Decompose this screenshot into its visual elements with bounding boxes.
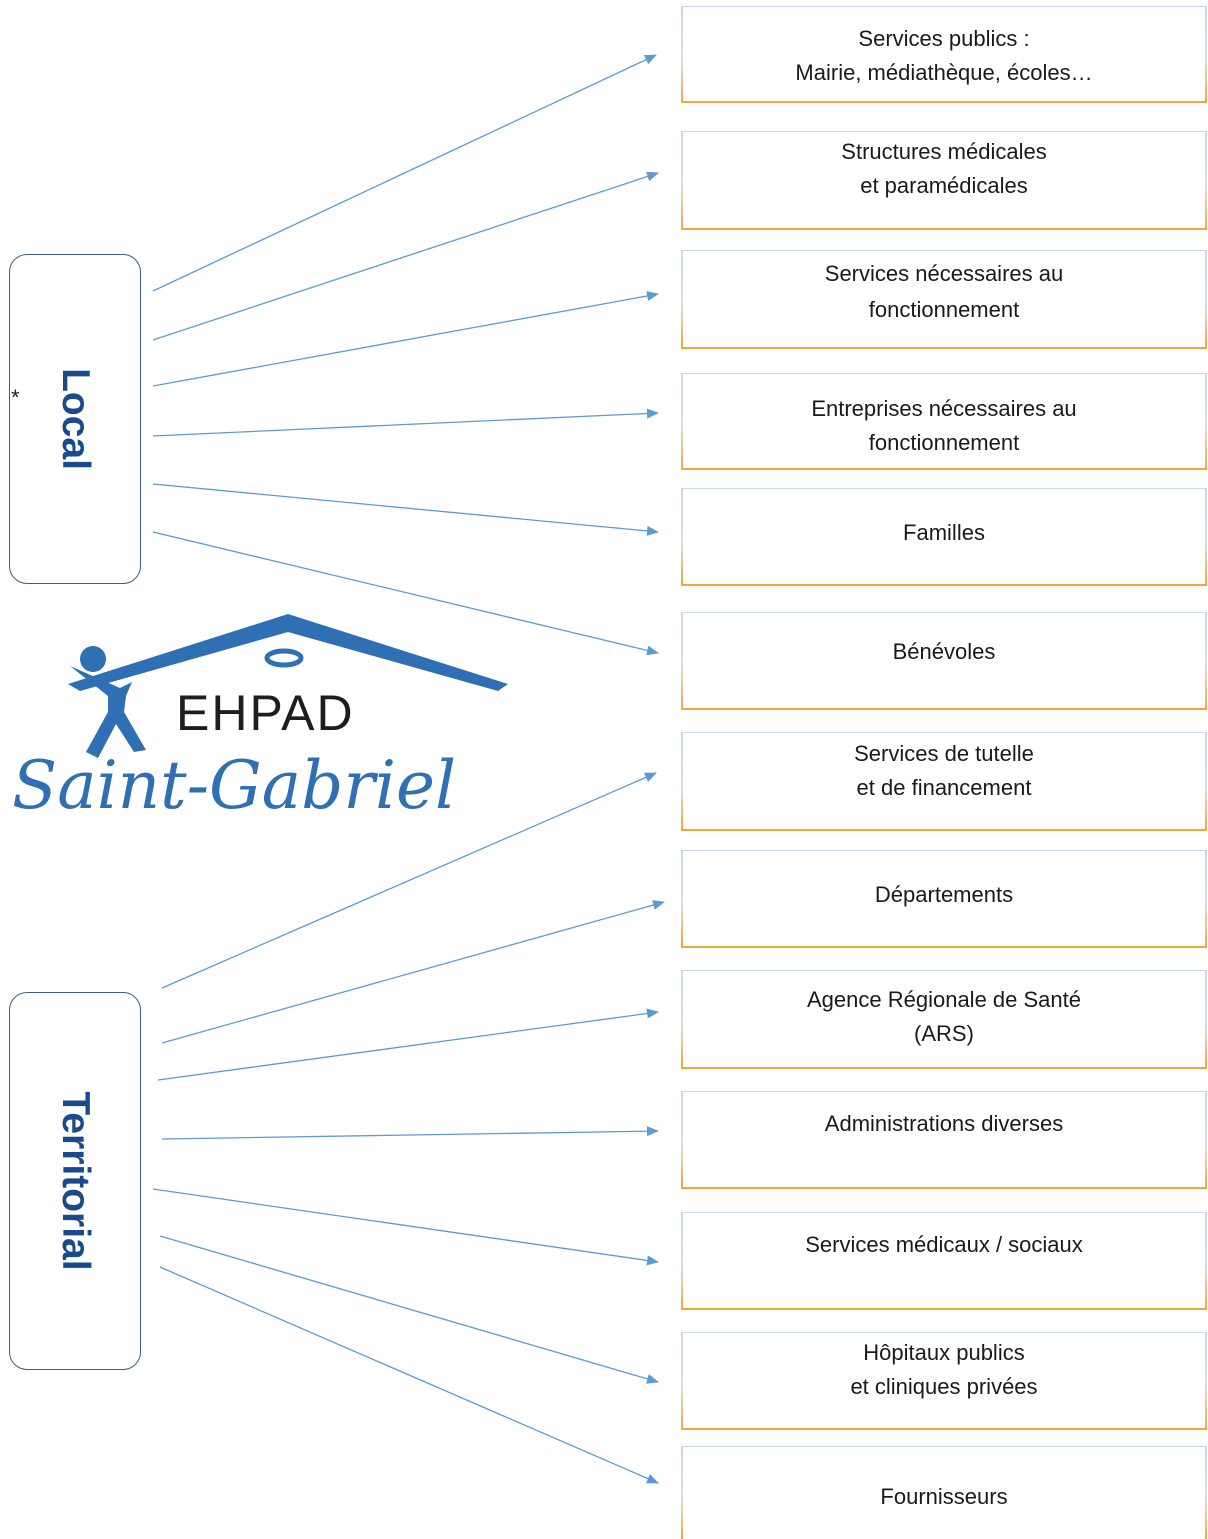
- target-line: Hôpitaux publics: [863, 1340, 1025, 1365]
- logo-title: EHPAD: [176, 685, 355, 741]
- target-line: Départements: [874, 882, 1014, 907]
- target-box-administrations: Administrations diverses: [681, 1091, 1207, 1189]
- arrow-territorial-to-fournisseurs: [159, 1266, 659, 1484]
- arrow-local-to-services-necessaires: [152, 291, 659, 387]
- logo-window: [264, 648, 304, 668]
- arrow-local-to-entreprises: [152, 408, 659, 437]
- target-box-tutelle-financement: Services de tutelle et de financement: [681, 732, 1207, 831]
- target-line: Bénévoles: [892, 639, 996, 664]
- target-box-ars: Agence Régionale de Santé (ARS): [681, 970, 1207, 1069]
- target-box-services-necessaires: Services nécessaires au fonctionnement: [681, 250, 1207, 349]
- target-line: Services médicaux / sociaux: [805, 1232, 1083, 1257]
- arrow-territorial-to-services-medicaux: [152, 1188, 659, 1266]
- target-box-fournisseurs: Fournisseurs: [681, 1446, 1207, 1539]
- arrow-local-to-services-publics: [152, 54, 657, 292]
- arrow-territorial-to-hopitaux: [159, 1235, 659, 1384]
- ehpad-saint-gabriel-logo: EHPAD Saint-Gabriel: [12, 614, 508, 824]
- target-line: Familles: [903, 520, 985, 545]
- target-box-hopitaux: Hôpitaux publics et cliniques privées: [681, 1332, 1207, 1430]
- arrow-local-to-familles: [152, 483, 659, 536]
- target-box-structures-medicales: Structures médicales et paramédicales: [681, 131, 1207, 230]
- logo-figure-body: [70, 666, 146, 758]
- target-line: Structures médicales: [841, 139, 1047, 164]
- target-line: Services publics :: [858, 26, 1030, 51]
- target-line: fonctionnement: [868, 430, 1020, 455]
- target-line: Agence Régionale de Santé: [807, 987, 1081, 1012]
- target-line: Fournisseurs: [880, 1484, 1008, 1509]
- target-box-services-medicaux-sociaux: Services médicaux / sociaux: [681, 1212, 1207, 1310]
- target-box-familles: Familles: [681, 488, 1207, 586]
- logo-roof: [68, 614, 508, 691]
- local-group-box: Local: [9, 254, 141, 584]
- logo-script-text: Saint-Gabriel: [12, 747, 456, 824]
- arrow-territorial-to-administrations: [161, 1126, 659, 1140]
- territorial-group-box: Territorial: [9, 992, 141, 1370]
- arrow-local-to-structures-medicales: [152, 171, 659, 341]
- target-line: fonctionnement: [868, 297, 1020, 322]
- arrow-territorial-to-ars: [157, 1008, 659, 1081]
- target-line: et cliniques privées: [850, 1374, 1038, 1399]
- target-line: (ARS): [914, 1021, 974, 1046]
- arrow-local-to-benevoles: [152, 531, 659, 656]
- target-line: et de financement: [856, 775, 1032, 800]
- arrow-territorial-to-departements: [161, 900, 665, 1044]
- logo-figure-head: [80, 646, 106, 672]
- target-box-benevoles: Bénévoles: [681, 612, 1207, 710]
- target-line: Services nécessaires au: [824, 261, 1064, 286]
- arrow-territorial-to-tutelle: [161, 772, 657, 989]
- target-box-entreprises: Entreprises nécessaires au fonctionnemen…: [681, 373, 1207, 470]
- local-marker: *: [11, 385, 20, 410]
- target-box-services-publics: Services publics : Mairie, médiathèque, …: [681, 6, 1207, 103]
- target-line: Administrations diverses: [824, 1111, 1064, 1136]
- target-line: Entreprises nécessaires au: [811, 396, 1077, 421]
- target-line: Mairie, médiathèque, écoles…: [795, 60, 1093, 85]
- target-line: Services de tutelle: [854, 741, 1034, 766]
- target-box-departements: Départements: [681, 850, 1207, 948]
- target-line: et paramédicales: [860, 173, 1028, 198]
